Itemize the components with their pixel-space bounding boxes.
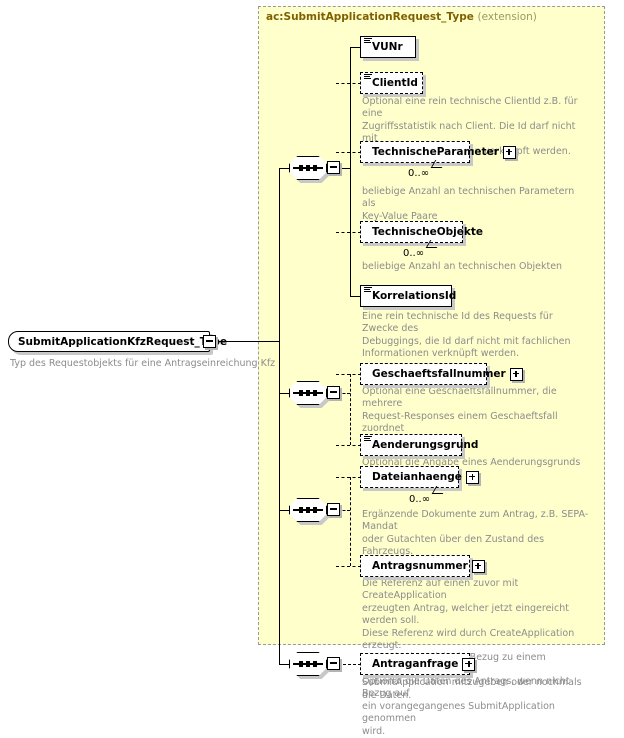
element-label: Antragsnummer <box>372 560 468 572</box>
sequence-collapse-toggle-group-1[interactable] <box>327 161 340 174</box>
sequence-node-group-3[interactable] <box>289 498 340 525</box>
root-collapse-toggle[interactable] <box>203 335 216 348</box>
annotation-korrelationsid: Eine rein technische Id des Requests für… <box>362 311 571 360</box>
sequence-3-bus-stub <box>338 510 350 511</box>
sequence-dots-icon <box>299 164 317 171</box>
connector-clientid <box>336 83 361 84</box>
connector-technischeobjekte <box>336 232 361 233</box>
connector-aenderungsgrund <box>336 445 361 446</box>
occurs-label-technischeobjekte: 0..∞ <box>403 248 425 259</box>
sequence-2-bus <box>350 374 351 445</box>
connector-dateianhaenge <box>336 477 361 478</box>
sequence-dots-icon <box>299 660 317 667</box>
occurs-label-dateianhaenge: 0..∞ <box>409 494 431 505</box>
connector-vunr <box>350 47 361 48</box>
expand-toggle-antragsnummer[interactable] <box>471 559 485 573</box>
expand-toggle-antraganfrage[interactable] <box>462 657 476 671</box>
element-label: KorrelationsId <box>372 290 457 302</box>
connector-korrelationsid <box>350 296 361 297</box>
expand-toggle-dateianhaenge[interactable] <box>465 470 479 484</box>
element-icon <box>364 38 372 46</box>
element-label: Geschaeftsfallnummer <box>372 368 506 380</box>
element-box-antraganfrage[interactable]: Antraganfrage <box>360 653 476 675</box>
trunk-to-sequence-4 <box>279 664 290 665</box>
trunk-to-sequence-3 <box>279 510 290 511</box>
sequence-node-group-2[interactable] <box>289 381 340 408</box>
element-label: Antraganfrage <box>372 658 459 670</box>
element-icon <box>364 287 372 295</box>
root-to-trunk-connector <box>216 341 279 342</box>
sequence-node-group-4[interactable] <box>289 652 340 679</box>
sequence-dots-icon <box>299 389 317 396</box>
sequence-3-bus <box>350 477 351 566</box>
connector-antragsnummer <box>336 566 361 567</box>
element-label: VUNr <box>372 41 403 53</box>
extension-kind-label: (extension) <box>477 11 537 23</box>
annotation-technischeparameter: beliebige Anzahl an technischen Paramete… <box>362 186 575 222</box>
element-icon <box>364 74 372 82</box>
connector-geschaeftsfallnummer <box>336 374 361 375</box>
element-icon <box>364 436 372 444</box>
sequence-1-bus-stub <box>338 168 350 169</box>
trunk-to-sequence-2 <box>279 393 290 394</box>
sequence-collapse-toggle-group-3[interactable] <box>327 503 340 516</box>
element-box-technischeparameter[interactable]: TechnischeParameter <box>360 141 516 163</box>
sequence-dots-icon <box>299 506 317 513</box>
element-box-aenderungsgrund[interactable]: Aenderungsgrund <box>360 434 478 456</box>
expand-toggle-technischeparameter[interactable] <box>502 145 516 159</box>
element-box-geschaeftsfallnummer[interactable]: Geschaeftsfallnummer <box>360 363 523 385</box>
annotation-technischeobjekte: beliebige Anzahl an technischen Objekten <box>362 261 563 272</box>
annotation-aenderungsgrund: Optional die Angabe eines Aenderungsgrun… <box>362 457 581 468</box>
sequence-collapse-toggle-group-4[interactable] <box>327 657 340 670</box>
element-box-clientid[interactable]: ClientId <box>360 72 423 94</box>
sequence-node-group-1[interactable] <box>289 156 340 183</box>
element-box-technischeobjekte[interactable]: TechnischeObjekte <box>360 221 483 243</box>
root-type-box[interactable]: SubmitApplicationKfzRequest_Type <box>8 331 227 352</box>
root-type-annotation: Typ des Requestobjekts für eine Antragse… <box>10 358 276 369</box>
element-label: TechnischeObjekte <box>372 226 484 238</box>
element-label: Dateianhaenge <box>372 471 462 483</box>
element-label: ClientId <box>372 77 418 89</box>
trunk-to-sequence-1 <box>279 168 290 169</box>
sequence-collapse-toggle-group-2[interactable] <box>327 386 340 399</box>
element-box-korrelationsid[interactable]: KorrelationsId <box>360 285 456 307</box>
occurs-label-technischeparameter: 0..∞ <box>408 168 430 179</box>
element-label: TechnischeParameter <box>372 146 499 158</box>
element-label: Aenderungsgrund <box>372 439 479 451</box>
element-box-dateianhaenge[interactable]: Dateianhaenge <box>360 466 479 488</box>
extension-panel <box>258 6 605 645</box>
element-box-antragsnummer[interactable]: Antragsnummer <box>360 555 485 577</box>
connector-technischeparameter <box>336 152 361 153</box>
main-trunk-line <box>279 168 280 664</box>
annotation-dateianhaenge: Ergänzende Dokumente zum Antrag, z.B. SE… <box>362 509 589 558</box>
expand-toggle-geschaeftsfallnummer[interactable] <box>509 367 523 381</box>
extension-type-name: ac:SubmitApplicationRequest_Type <box>266 11 474 23</box>
annotation-geschaeftsfallnummer: Optional eine Geschaeftsfallnummer, die … <box>362 386 558 435</box>
annotation-antraganfrage: Optional die Daten des Antrags, wenn nic… <box>362 676 570 737</box>
sequence-1-bus <box>350 47 351 296</box>
root-type-label: SubmitApplicationKfzRequest_Type <box>18 335 228 348</box>
sequence-2-bus-stub <box>338 393 350 394</box>
element-box-vunr[interactable]: VUNr <box>360 36 416 58</box>
extension-type-title: ac:SubmitApplicationRequest_Type (extens… <box>266 11 537 23</box>
connector-antraganfrage <box>338 664 361 665</box>
